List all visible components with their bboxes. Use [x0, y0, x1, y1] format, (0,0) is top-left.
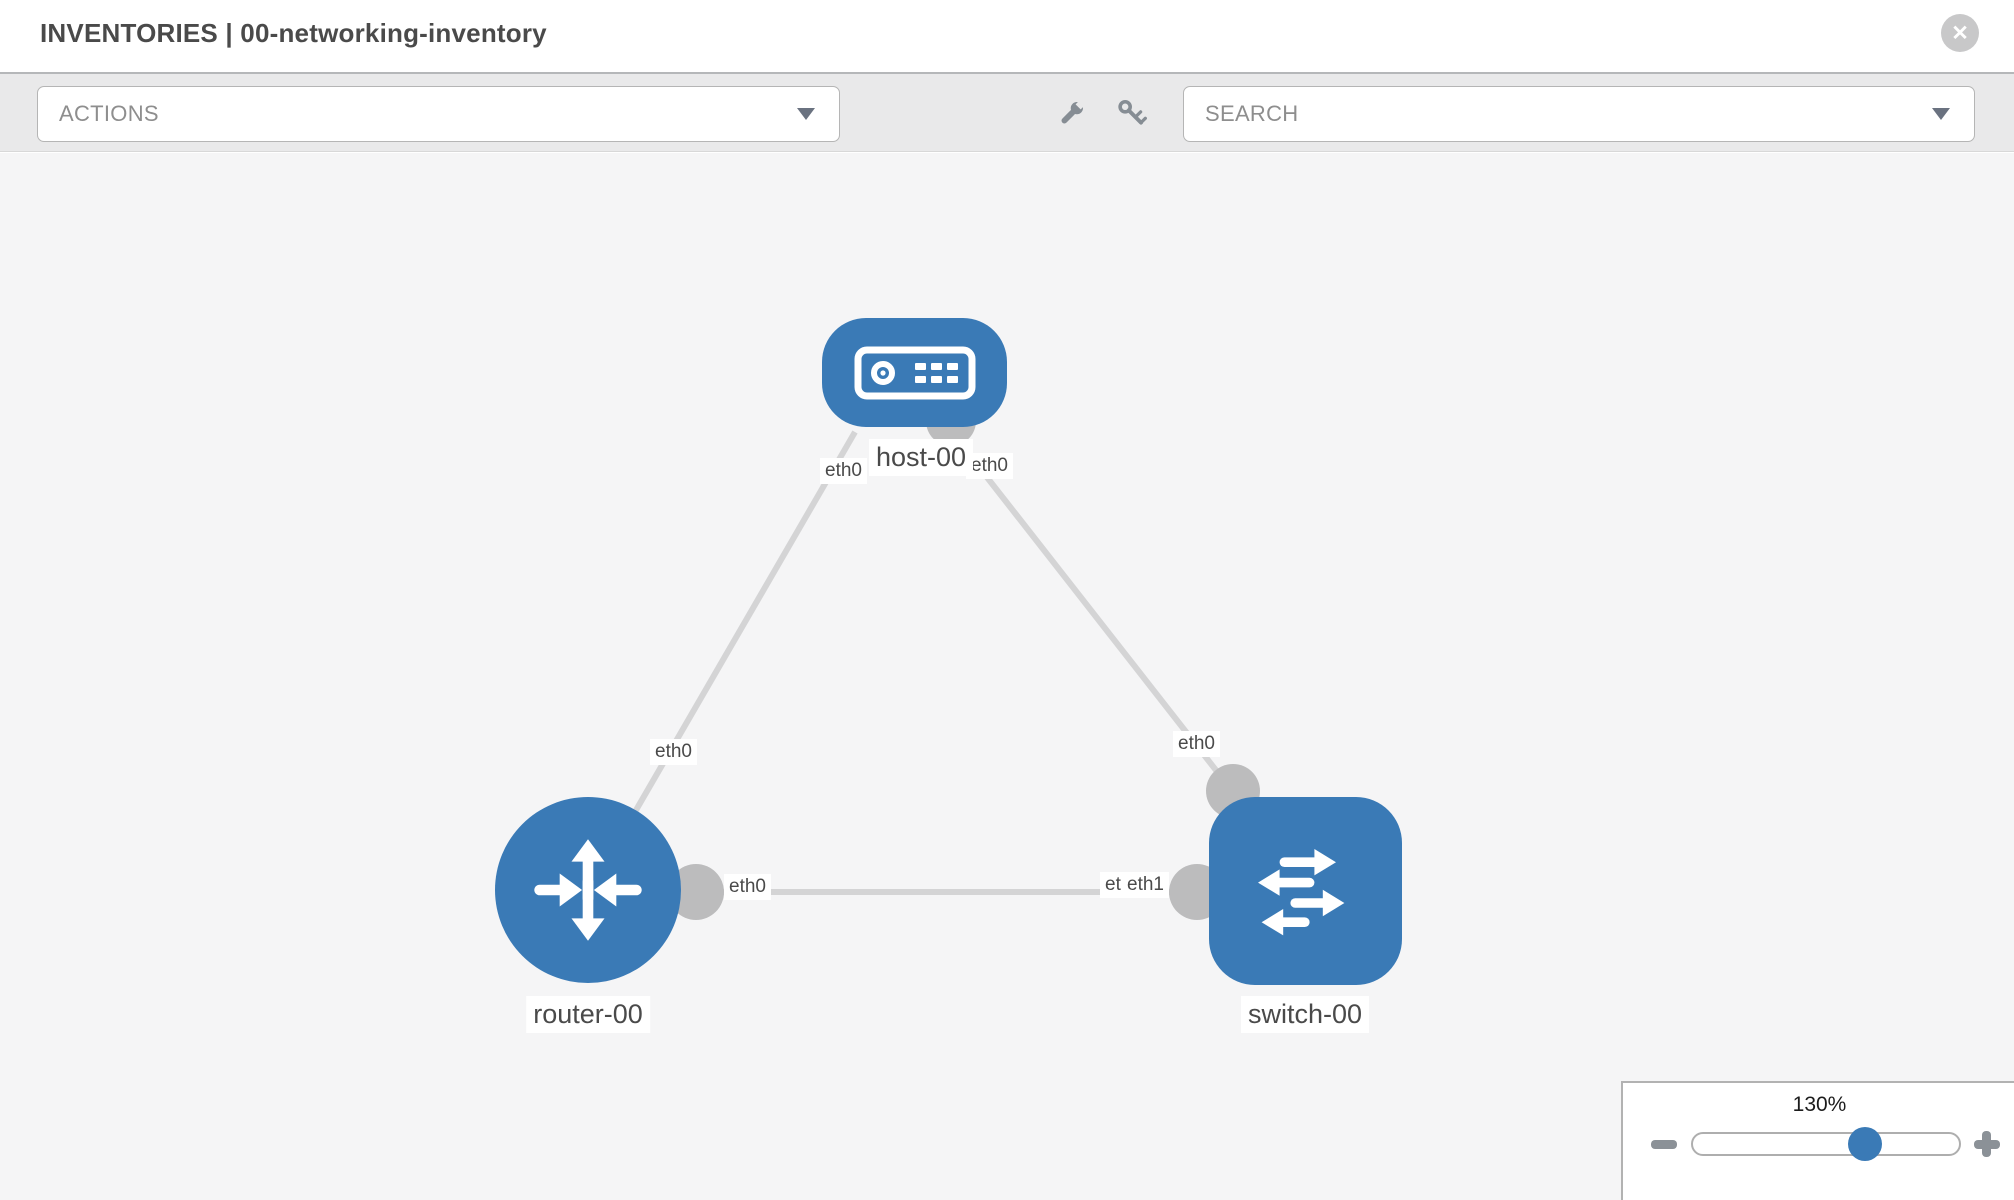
switch-arrows-icon [1257, 849, 1344, 936]
node-switch-00[interactable] [1209, 797, 1402, 985]
chevron-down-icon [1932, 108, 1950, 120]
close-icon: ✕ [1951, 21, 1969, 45]
zoom-panel: 130% [1621, 1081, 2014, 1200]
chevron-down-icon [797, 108, 815, 120]
node-label-switch-00: switch-00 [1240, 996, 1370, 1033]
search-input-placeholder: SEARCH [1205, 101, 1299, 126]
interface-label: eth0 [724, 874, 771, 900]
link-host-router[interactable] [625, 430, 858, 826]
interface-label: eth0 [966, 453, 1013, 479]
search-dropdown[interactable]: SEARCH [1183, 86, 1975, 142]
title-bar: INVENTORIES | 00-networking-inventory ✕ [0, 0, 2014, 72]
zoom-slider[interactable] [1691, 1127, 1961, 1161]
credentials-key-button[interactable] [1114, 96, 1150, 132]
page-title: INVENTORIES | 00-networking-inventory [40, 18, 547, 48]
actions-dropdown-label: ACTIONS [59, 101, 159, 126]
plus-icon [1982, 1131, 1991, 1157]
server-icon [854, 346, 975, 399]
node-label-host-00: host-00 [869, 439, 974, 476]
node-host-00[interactable] [822, 318, 1007, 427]
zoom-level: 130% [1792, 1093, 1847, 1116]
configure-tools-button[interactable] [1053, 96, 1089, 132]
interface-dot-router[interactable] [668, 864, 724, 920]
zoom-in-button[interactable] [1972, 1129, 2002, 1159]
toolbar: ACTIONS SEARC [0, 72, 2014, 152]
links-layer [625, 396, 1260, 920]
node-router-00[interactable] [495, 797, 681, 983]
zoom-out-button[interactable] [1649, 1129, 1679, 1159]
topology-canvas[interactable]: eth0 host-00 eth0 eth0 eth0 eth0 eth0 et… [0, 153, 2014, 1200]
close-button[interactable]: ✕ [1941, 14, 1979, 52]
wrench-icon [1061, 98, 1087, 124]
interface-label: eth1 [1122, 872, 1169, 898]
interface-label: eth0 [820, 458, 867, 484]
zoom-slider-thumb[interactable] [1848, 1127, 1883, 1161]
interface-label: eth0 [650, 739, 697, 765]
topology-links [625, 428, 1236, 895]
key-icon [1118, 99, 1147, 125]
router-arrows-icon [534, 839, 642, 941]
node-label-router-00: router-00 [526, 996, 650, 1033]
minus-icon [1651, 1140, 1677, 1149]
actions-dropdown[interactable]: ACTIONS [37, 86, 840, 142]
interface-label: eth0 [1173, 731, 1220, 757]
